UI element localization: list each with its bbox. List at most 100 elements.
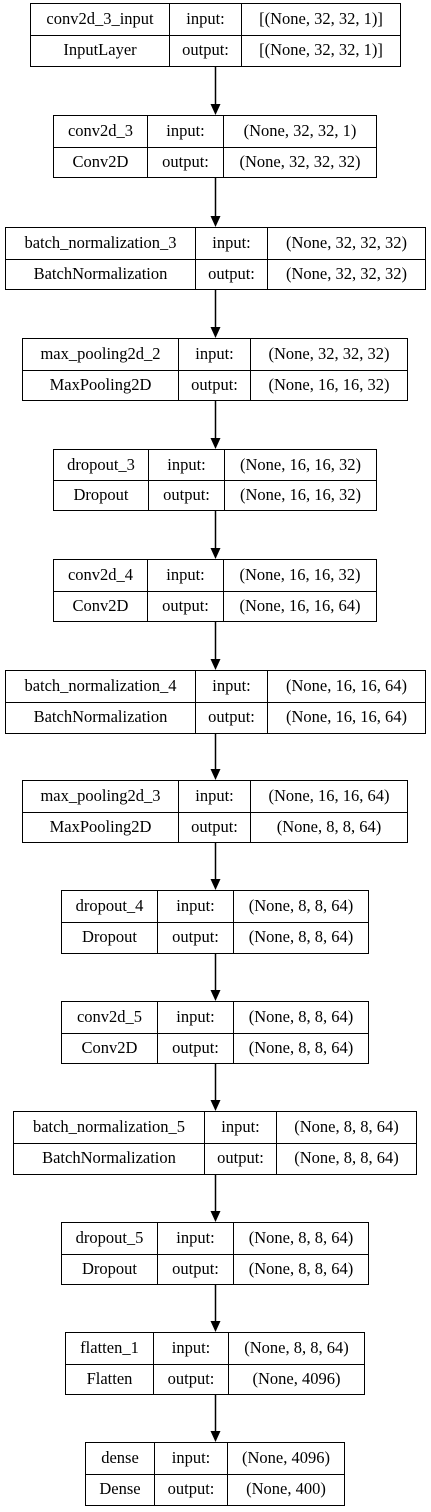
layer-output-row: BatchNormalization output:(None, 32, 32, … <box>6 258 425 289</box>
layer-name: batch_normalization_4 <box>24 676 177 696</box>
output-label: output: <box>157 1032 233 1063</box>
input-label: input: <box>195 228 267 259</box>
layer-type: BatchNormalization <box>33 263 168 283</box>
layer-name: conv2d_3 <box>67 121 134 140</box>
layer-node: max_pooling2d_2 input:(None, 32, 32, 32)M… <box>22 338 408 401</box>
layer-output-row: Conv2D output:(None, 16, 16, 64) <box>54 590 376 621</box>
input-label: input: <box>157 891 233 922</box>
output-shape: (None, 8, 8, 64) <box>233 922 368 953</box>
output-label: output: <box>157 922 233 953</box>
output-shape: (None, 32, 32, 32) <box>267 258 425 289</box>
input-shape: (None, 16, 16, 32) <box>223 560 376 591</box>
output-label: output: <box>147 590 223 621</box>
output-label: output: <box>169 35 241 66</box>
edge-arrowhead <box>210 769 221 780</box>
input-shape: [(None, 32, 32, 1)] <box>241 4 400 35</box>
layer-type: Conv2D <box>72 595 129 615</box>
output-label: output: <box>147 146 223 177</box>
edge-arrowhead <box>210 1211 221 1222</box>
input-label: input: <box>157 1002 233 1033</box>
layer-name: batch_normalization_3 <box>24 233 177 252</box>
input-label: input: <box>169 4 241 35</box>
edge-arrowhead <box>210 104 221 115</box>
output-label: output: <box>195 258 267 289</box>
input-label: input: <box>178 339 250 370</box>
input-shape: (None, 8, 8, 64) <box>233 1002 368 1033</box>
edge-arrowhead <box>210 659 221 670</box>
layer-type: BatchNormalization <box>42 1148 176 1168</box>
output-label: output: <box>154 1474 227 1505</box>
output-label: output: <box>148 480 224 510</box>
input-shape: (None, 8, 8, 64) <box>228 1333 364 1364</box>
layer-type: Conv2D <box>81 1037 138 1057</box>
output-shape: (None, 4096) <box>228 1363 364 1394</box>
input-label: input: <box>154 1443 227 1474</box>
input-label: input: <box>204 1112 276 1143</box>
input-shape: (None, 8, 8, 64) <box>233 1223 368 1254</box>
layer-name: dropout_5 <box>75 1228 144 1247</box>
edge-arrowhead <box>210 438 221 449</box>
layer-name: dropout_3 <box>67 454 135 474</box>
edge-arrowhead <box>210 990 221 1001</box>
layer-name: conv2d_5 <box>76 1007 143 1026</box>
input-shape: (None, 16, 16, 32) <box>224 450 376 480</box>
input-shape: (None, 16, 16, 64) <box>250 781 407 812</box>
output-label: output: <box>204 1143 276 1174</box>
output-shape: (None, 32, 32, 32) <box>223 146 376 177</box>
layer-input-row: dropout_4 input:(None, 8, 8, 64) <box>62 891 368 923</box>
input-shape: (None, 8, 8, 64) <box>233 891 368 922</box>
input-label: input: <box>178 781 250 812</box>
layer-type: InputLayer <box>63 40 137 60</box>
output-shape: (None, 8, 8, 64) <box>250 811 407 842</box>
layer-type: Flatten <box>86 1368 133 1388</box>
output-shape: (None, 16, 16, 32) <box>224 480 376 510</box>
layer-node: max_pooling2d_3 input:(None, 16, 16, 64) M… <box>22 780 408 843</box>
output-shape: (None, 16, 16, 64) <box>267 702 425 733</box>
layer-name: dropout_4 <box>75 896 144 916</box>
input-label: input: <box>153 1333 228 1364</box>
input-label: input: <box>157 1223 233 1254</box>
layer-name: max_pooling2d_3 <box>40 786 161 805</box>
edge-arrowhead <box>210 327 221 338</box>
layer-input-row: max_pooling2d_2 input:(None, 32, 32, 32) <box>23 339 407 371</box>
output-label: output: <box>157 1253 233 1284</box>
layer-type: MaxPooling2D <box>49 816 152 836</box>
input-shape: (None, 8, 8, 64) <box>276 1112 416 1143</box>
input-shape: (None, 32, 32, 32) <box>250 339 407 370</box>
input-label: input: <box>147 116 223 147</box>
output-shape: (None, 16, 16, 64) <box>223 590 376 621</box>
layer-node: conv2d_5 input:(None, 8, 8, 64) Conv2D outp… <box>61 1001 369 1064</box>
layer-type: BatchNormalization <box>33 707 168 727</box>
layer-name: conv2d_3_input <box>46 9 154 29</box>
layer-type: Dense <box>99 1479 141 1499</box>
layer-input-row: conv2d_3_input input:[(None, 32, 32, 1)] <box>31 4 400 36</box>
output-label: output: <box>195 702 267 733</box>
layer-output-row: Dropout output:(None, 16, 16, 32) <box>54 480 376 510</box>
layer-name: max_pooling2d_2 <box>40 344 161 363</box>
input-label: input: <box>147 560 223 591</box>
input-shape: (None, 16, 16, 64) <box>267 671 425 702</box>
layer-type: Dropout <box>73 484 129 504</box>
layer-input-row: conv2d_5 input:(None, 8, 8, 64) <box>62 1002 368 1034</box>
layer-type: Conv2D <box>72 151 129 171</box>
output-label: output: <box>178 369 250 400</box>
